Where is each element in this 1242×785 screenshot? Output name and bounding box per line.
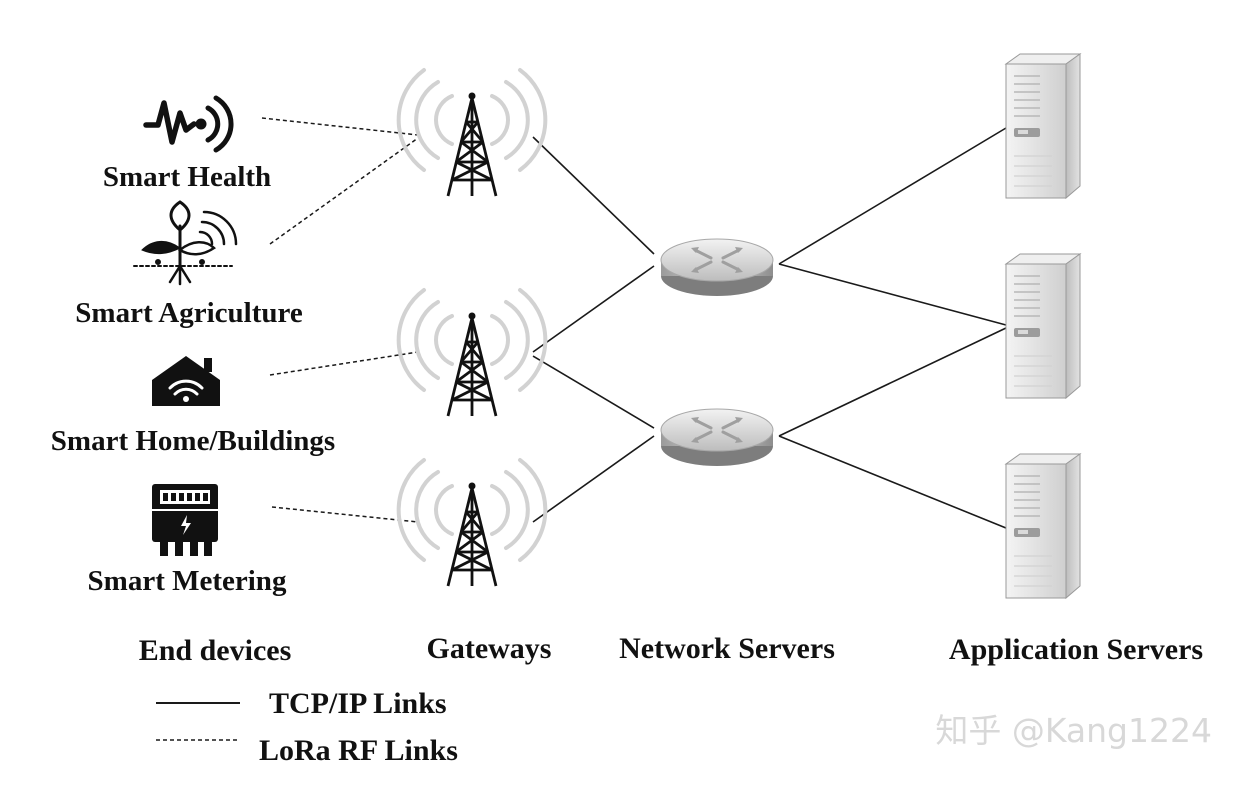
column-label-application-servers: Application Servers <box>949 633 1203 666</box>
lora-link-home-gw2 <box>269 351 419 376</box>
tcp-link-gw3-ns2 <box>532 435 655 523</box>
lora-link-health-gw1 <box>261 117 419 136</box>
application-server-icon <box>1005 53 1081 199</box>
tcp-ip-links <box>532 127 1007 529</box>
network-server-router-icon <box>659 237 775 298</box>
device-label-home: Smart Home/Buildings <box>51 425 335 457</box>
column-label-network-servers: Network Servers <box>619 632 835 665</box>
tcp-link-gw1-ns1 <box>532 136 655 255</box>
application-server-icon <box>1005 253 1081 399</box>
tcp-link-ns1-as2 <box>778 263 1007 326</box>
tcp-link-gw2-ns2 <box>532 355 655 429</box>
electric-meter-icon <box>152 484 218 556</box>
tcp-link-gw2-ns1 <box>532 265 655 353</box>
heartbeat-icon <box>143 95 234 153</box>
watermark-text: 知乎 @Kang1224 <box>935 711 1212 750</box>
network-server-router-icon <box>659 407 775 468</box>
column-label-gateways: Gateways <box>427 632 552 665</box>
legend: TCP/IP Links LoRa RF Links <box>156 687 458 767</box>
gateway-tower-icon <box>396 288 548 418</box>
lora-link-metering-gw3 <box>271 506 419 523</box>
plant-sensor-icon <box>133 200 238 286</box>
tcp-link-ns1-as1 <box>778 127 1007 265</box>
gateway-tower-icon <box>396 68 548 198</box>
column-label-end-devices: End devices <box>139 634 292 667</box>
tcp-link-ns2-as3 <box>778 435 1007 529</box>
lora-rf-links <box>261 117 419 523</box>
application-server-icon <box>1005 453 1081 599</box>
tcp-link-ns2-as2 <box>778 327 1007 437</box>
legend-label-lora: LoRa RF Links <box>259 734 458 767</box>
lora-link-agriculture-gw1 <box>269 137 419 245</box>
device-label-metering: Smart Metering <box>88 565 287 597</box>
device-label-agriculture: Smart Agriculture <box>75 297 303 329</box>
device-label-health: Smart Health <box>103 161 271 193</box>
legend-label-tcp: TCP/IP Links <box>269 687 447 720</box>
wifi-house-icon <box>152 356 220 406</box>
gateway-tower-icon <box>396 458 548 588</box>
